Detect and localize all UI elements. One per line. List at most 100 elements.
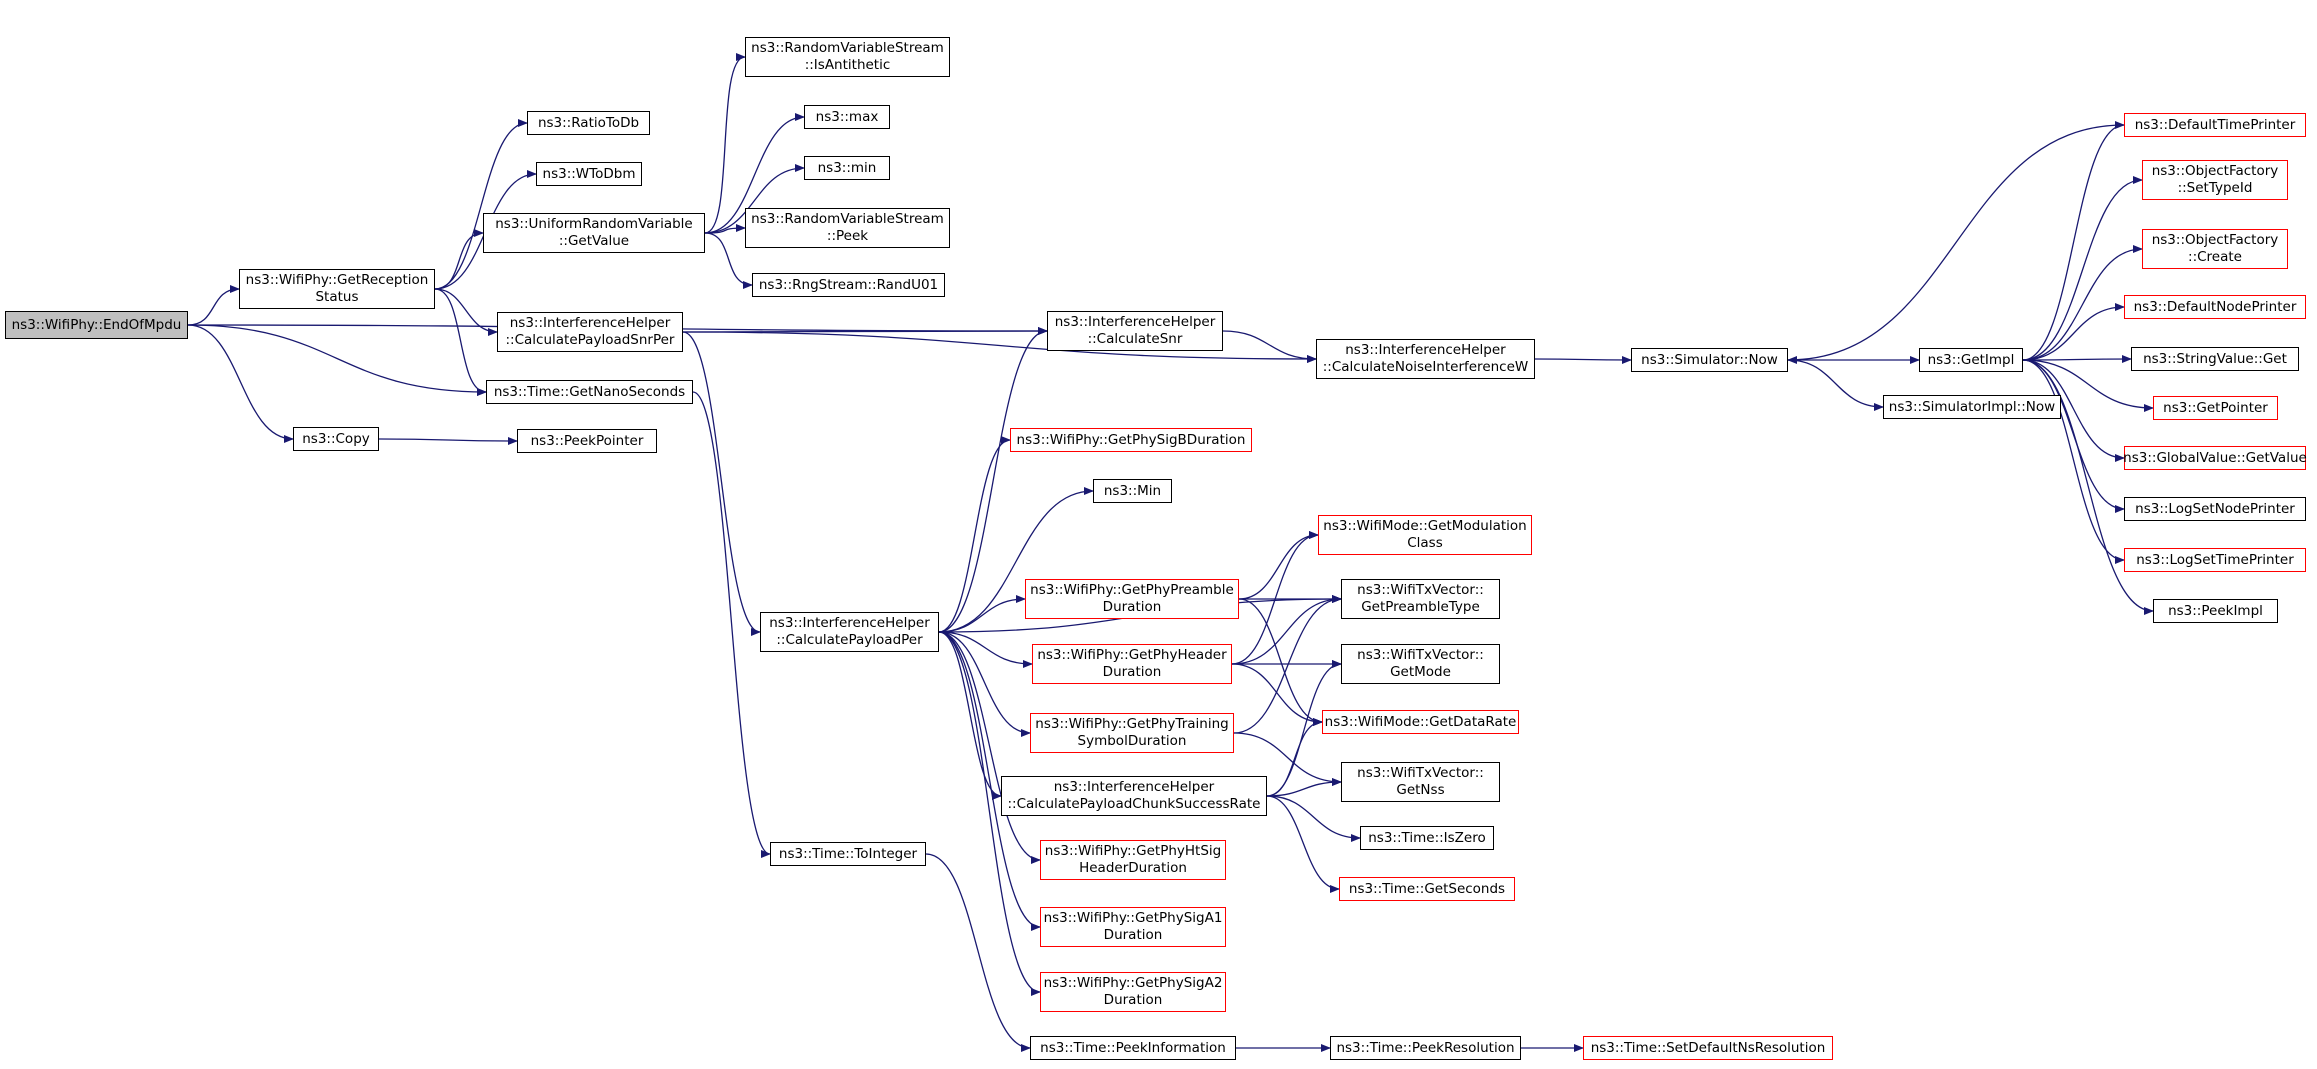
node-anti[interactable]: ns3::RandomVariableStream ::IsAntithetic [745,37,950,77]
edge-getimpl-to-lstp [2022,359,2125,564]
node-label: ns3::WifiPhy::GetReception Status [245,272,429,305]
node-label: ns3::PeekImpl [2168,602,2263,619]
node-min[interactable]: ns3::min [804,156,890,180]
edge-urv-to-anti [704,53,746,234]
node-label: ns3::Time::IsZero [1368,829,1486,846]
edge-cpp-to-snr [938,327,1048,633]
node-toint[interactable]: ns3::Time::ToInteger [770,842,926,866]
node-label: ns3::DefaultTimePrinter [2134,116,2296,133]
edge-preamble-to-modclass [1238,531,1319,600]
node-label: ns3::PeekPointer [530,432,644,449]
node-getimpl[interactable]: ns3::GetImpl [1919,348,2023,372]
node-label: ns3::WifiTxVector:: GetMode [1357,647,1484,680]
node-sdns[interactable]: ns3::Time::SetDefaultNsResolution [1583,1036,1833,1060]
node-iszero[interactable]: ns3::Time::IsZero [1360,826,1494,850]
node-label: ns3::InterferenceHelper ::CalculatePaylo… [505,315,675,348]
node-simnow[interactable]: ns3::SimulatorImpl::Now [1883,395,2061,419]
node-label: ns3::Time::GetNanoSeconds [493,383,686,400]
node-label: ns3::max [815,108,879,125]
node-niw[interactable]: ns3::InterferenceHelper ::CalculateNoise… [1316,339,1535,379]
edge-getimpl-to-gvget [2022,359,2125,462]
node-siga1[interactable]: ns3::WifiPhy::GetPhySigA1 Duration [1040,907,1226,947]
node-ofc[interactable]: ns3::ObjectFactory ::Create [2142,229,2288,269]
node-pres[interactable]: ns3::Time::PeekResolution [1330,1036,1521,1060]
node-label: ns3::RngStream::RandU01 [758,276,939,293]
edge-getimpl-to-ofc [2022,245,2143,361]
node-wtodbm[interactable]: ns3::WToDbm [536,162,642,186]
node-pinfo[interactable]: ns3::Time::PeekInformation [1030,1036,1236,1060]
edge-preamble-to-drate [1238,598,1323,726]
node-snr[interactable]: ns3::InterferenceHelper ::CalculateSnr [1047,311,1223,351]
node-cpp[interactable]: ns3::InterferenceHelper ::CalculatePaylo… [760,612,939,652]
node-siga2[interactable]: ns3::WifiPhy::GetPhySigA2 Duration [1040,972,1226,1012]
node-urv[interactable]: ns3::UniformRandomVariable ::GetValue [483,213,705,253]
edge-cpsp-to-cpp [682,331,761,636]
node-Min[interactable]: ns3::Min [1093,479,1172,503]
edge-cpp-to-Min [938,487,1094,633]
node-modclass[interactable]: ns3::WifiMode::GetModulation Class [1318,515,1532,555]
node-label: ns3::InterferenceHelper ::CalculatePaylo… [769,615,930,648]
node-max[interactable]: ns3::max [804,105,890,129]
node-ptype[interactable]: ns3::WifiTxVector:: GetPreambleType [1341,579,1500,619]
node-label: ns3::WToDbm [542,165,636,182]
node-nano[interactable]: ns3::Time::GetNanoSeconds [486,380,693,404]
node-label: ns3::WifiPhy::GetPhyHeader Duration [1037,647,1227,680]
edge-getrec-to-urv [434,229,484,290]
node-label: ns3::WifiPhy::GetPhySigBDuration [1016,431,1246,448]
node-copy[interactable]: ns3::Copy [293,427,379,451]
node-peek[interactable]: ns3::RandomVariableStream ::Peek [745,208,950,248]
edge-urv-to-max [704,113,805,234]
node-chunk[interactable]: ns3::InterferenceHelper ::CalculatePaylo… [1001,776,1267,816]
node-peekptr[interactable]: ns3::PeekPointer [517,429,657,453]
node-randu[interactable]: ns3::RngStream::RandU01 [752,273,945,297]
node-label: ns3::InterferenceHelper ::CalculateSnr [1054,314,1216,347]
edge-getrec-to-ratio [434,119,528,290]
node-peekimpl[interactable]: ns3::PeekImpl [2153,599,2278,623]
edge-chunk-to-iszero [1266,795,1361,842]
node-training[interactable]: ns3::WifiPhy::GetPhyTraining SymbolDurat… [1030,713,1234,753]
node-nss[interactable]: ns3::WifiTxVector:: GetNss [1341,762,1500,802]
edge-chunk-to-drate [1266,718,1323,797]
node-dnp[interactable]: ns3::DefaultNodePrinter [2124,295,2306,319]
node-sigb[interactable]: ns3::WifiPhy::GetPhySigBDuration [1010,428,1252,452]
edge-header-to-ptype [1231,595,1342,665]
edge-getimpl-to-dnp [2022,303,2125,361]
call-edges [187,53,2154,1052]
node-label: ns3::Time::GetSeconds [1348,880,1506,897]
edge-training-to-ptype [1233,595,1342,734]
node-cpsp[interactable]: ns3::InterferenceHelper ::CalculatePaylo… [497,312,683,352]
node-htsig[interactable]: ns3::WifiPhy::GetPhyHtSig HeaderDuration [1040,840,1226,880]
edge-snr-to-niw [1222,330,1317,363]
node-preamble[interactable]: ns3::WifiPhy::GetPhyPreamble Duration [1025,579,1239,619]
node-svget[interactable]: ns3::StringValue::Get [2131,347,2299,371]
node-label: ns3::Time::ToInteger [778,845,918,862]
node-label: ns3::Time::PeekResolution [1336,1039,1515,1056]
edge-getrec-to-cpsp [434,288,498,336]
node-dtp[interactable]: ns3::DefaultTimePrinter [2124,113,2306,137]
node-now[interactable]: ns3::Simulator::Now [1631,348,1788,372]
node-gvget[interactable]: ns3::GlobalValue::GetValue [2123,446,2307,470]
node-getrec[interactable]: ns3::WifiPhy::GetReception Status [239,269,435,309]
node-label: ns3::Min [1103,482,1162,499]
edge-getimpl-to-ofst [2022,176,2143,361]
node-getptr[interactable]: ns3::GetPointer [2153,396,2278,420]
node-label: ns3::InterferenceHelper ::CalculateNoise… [1322,342,1529,375]
node-label: ns3::WifiPhy::GetPhyPreamble Duration [1030,582,1234,615]
node-end: ns3::WifiPhy::EndOfMpdu [5,311,188,339]
node-drate[interactable]: ns3::WifiMode::GetDataRate [1322,710,1519,734]
node-ratio[interactable]: ns3::RatioToDb [527,111,650,135]
edge-cpp-to-siga1 [938,631,1041,931]
edge-copy-to-peekptr [378,436,518,445]
edge-cpp-to-preamble [938,595,1026,633]
node-secs[interactable]: ns3::Time::GetSeconds [1339,877,1515,901]
edge-getimpl-to-dtp [2022,121,2125,361]
node-lsnp[interactable]: ns3::LogSetNodePrinter [2124,497,2306,521]
node-lstp[interactable]: ns3::LogSetTimePrinter [2124,548,2306,572]
node-header[interactable]: ns3::WifiPhy::GetPhyHeader Duration [1032,644,1232,684]
node-gmode[interactable]: ns3::WifiTxVector:: GetMode [1341,644,1500,684]
node-label: ns3::WifiPhy::GetPhyHtSig HeaderDuration [1044,843,1222,876]
node-label: ns3::SimulatorImpl::Now [1888,398,2056,415]
node-ofst[interactable]: ns3::ObjectFactory ::SetTypeId [2142,160,2288,200]
edge-niw-to-now [1534,355,1632,364]
